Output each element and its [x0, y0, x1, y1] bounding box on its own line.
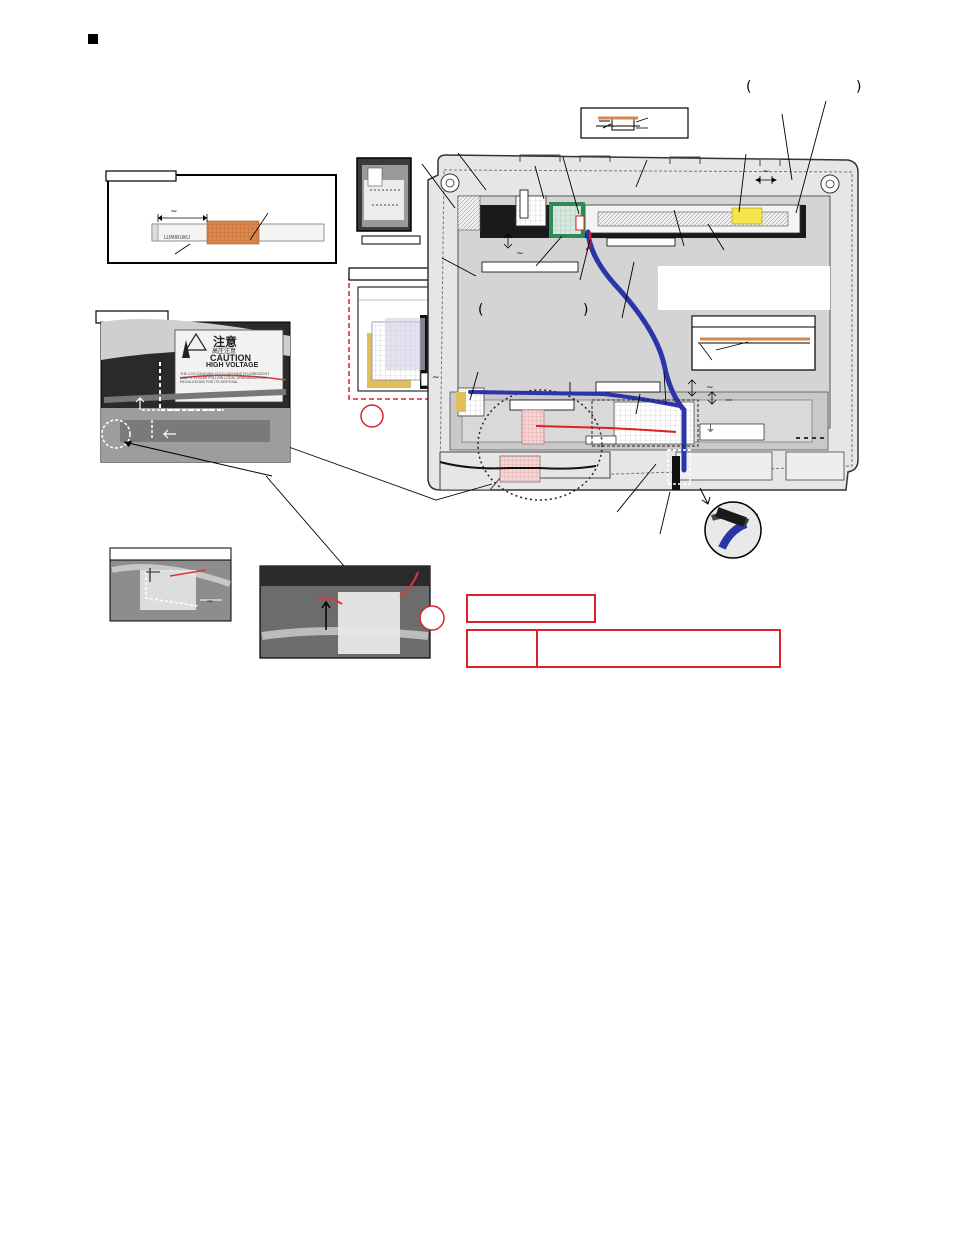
tilde-top-right: ~: [762, 167, 770, 177]
inverter-inset: [348, 267, 446, 428]
tilde-inverter: ~: [432, 373, 440, 383]
section-bullet: [88, 34, 98, 44]
lcd-chassis: [427, 154, 859, 501]
warning-legend: [466, 594, 781, 668]
paren-close-top: ): [856, 79, 862, 95]
tilde-connector: ~: [516, 249, 524, 259]
connector-photo: [356, 157, 421, 245]
caution-photo: [95, 310, 291, 477]
lamp-label: LUMIRUKU: [164, 235, 190, 241]
caution-warning-text: THE LCD CONTAINS COLD CATHODE FLUORESCEN…: [180, 372, 270, 384]
leader-lines: [265, 100, 827, 567]
cable-detail: [699, 487, 762, 559]
ground-symbol: ⏚: [706, 425, 716, 435]
tape-photo-center: [259, 565, 445, 659]
lamp-inset: [105, 170, 337, 264]
caution-en-sub: HIGH VOLTAGE: [206, 362, 259, 369]
tilde-cable: ~: [706, 383, 714, 393]
tape-inset-small: [580, 107, 689, 139]
paren-open-top: (: [746, 79, 752, 95]
tilde-lamp: ~: [170, 207, 178, 217]
tape-photo-left: [109, 547, 232, 622]
caution-jp-sub: 高圧注意: [212, 348, 237, 355]
paren-open-panel: (: [478, 302, 484, 318]
caution-jp-title: 注意: [213, 335, 238, 349]
dimension-marks: [503, 176, 777, 405]
paren-close-panel: ): [583, 302, 589, 318]
caution-en-title: CAUTION: [210, 353, 251, 363]
tilde-photo: ~: [206, 597, 214, 607]
